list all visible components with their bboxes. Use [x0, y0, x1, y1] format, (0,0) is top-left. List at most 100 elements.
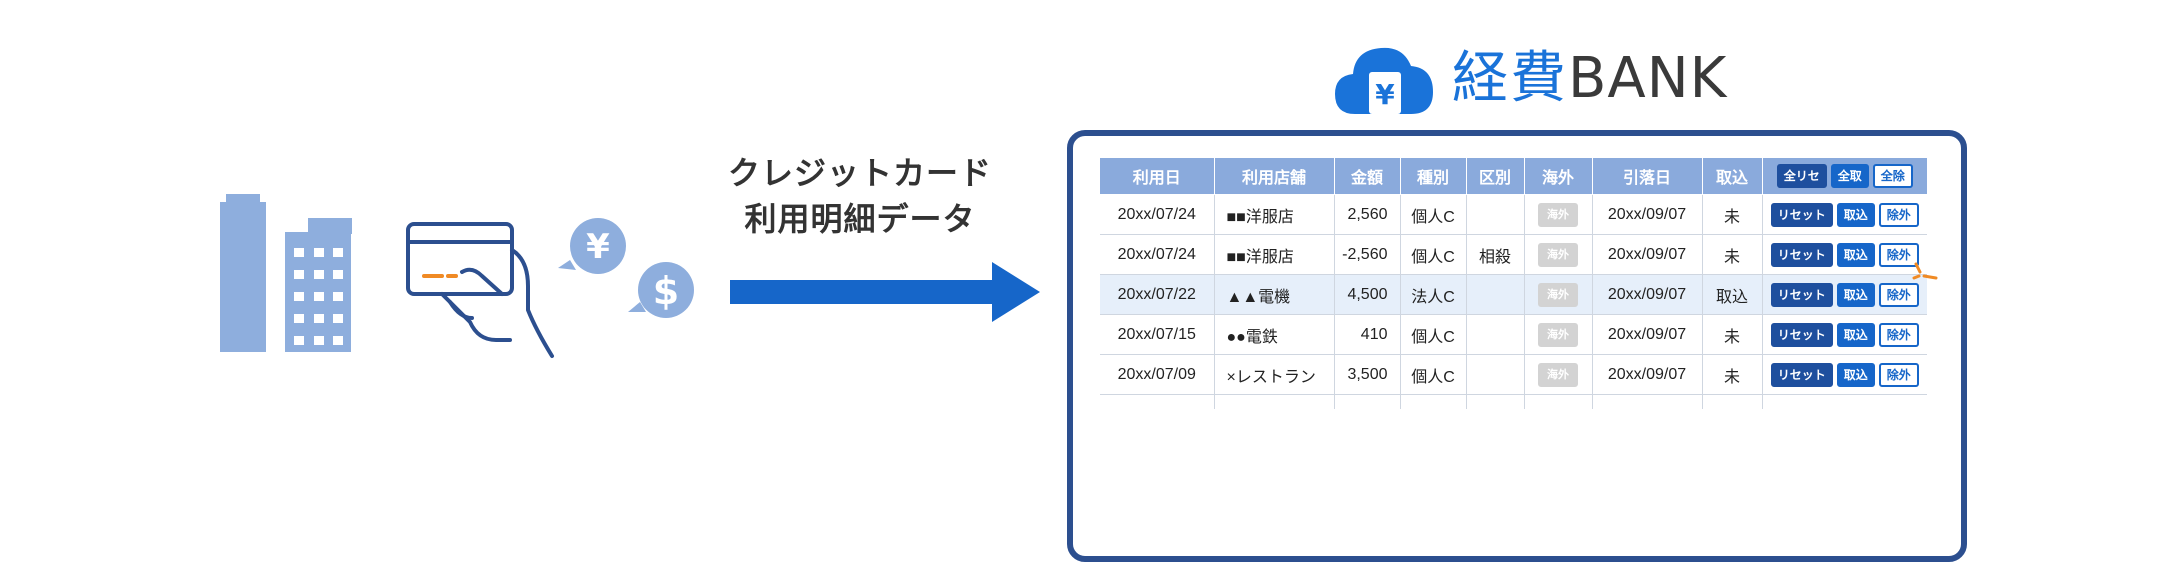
cell-date: 20xx/07/22	[1100, 274, 1215, 315]
reset-button[interactable]: リセット	[1770, 202, 1833, 227]
cell-date: 20xx/07/24	[1100, 234, 1215, 275]
exclude-button[interactable]: 除外	[1878, 242, 1919, 267]
col-header-date: 利用日	[1100, 158, 1215, 195]
cell-debit-date: 20xx/09/07	[1592, 314, 1703, 355]
cell-category: 相殺	[1466, 234, 1525, 275]
cell-debit-date: 20xx/09/07	[1592, 274, 1703, 315]
import-button[interactable]: 取込	[1836, 242, 1875, 267]
caption-line-1: クレジットカード	[727, 154, 992, 192]
import-button[interactable]: 取込	[1836, 362, 1875, 387]
cell-import-status: 未	[1702, 194, 1763, 235]
reset-all-button[interactable]: 全リセ	[1776, 164, 1827, 188]
cell-category	[1466, 274, 1525, 315]
col-header-type: 種別	[1400, 158, 1467, 195]
brand-logo-text: 経費BANK	[1452, 44, 1727, 114]
cell-amount: 2,560	[1334, 194, 1401, 235]
cell-overseas: 海外	[1524, 234, 1593, 275]
import-button[interactable]: 取込	[1836, 202, 1875, 227]
overseas-toggle[interactable]: 海外	[1538, 202, 1578, 227]
import-button[interactable]: 取込	[1836, 282, 1875, 307]
import-button[interactable]: 取込	[1836, 322, 1875, 347]
cell-overseas: 海外	[1524, 194, 1593, 235]
exclude-button[interactable]: 除外	[1878, 282, 1919, 307]
cell-amount: 4,500	[1334, 274, 1401, 315]
card-statement-table: 利用日 利用店舗 金額 種別 区別 海外 引落日 取込 全リセ全取全除 20xx…	[1100, 158, 1927, 409]
company-card-illustration: ¥ $	[220, 194, 694, 358]
cell-date: 20xx/07/24	[1100, 194, 1215, 235]
table-row-partial	[1100, 394, 1927, 409]
cell-type: 個人C	[1400, 354, 1467, 395]
cell-debit-date: 20xx/09/07	[1592, 354, 1703, 395]
reset-button[interactable]: リセット	[1770, 282, 1833, 307]
cell-import-status: 未	[1702, 314, 1763, 355]
cell-debit-date: 20xx/09/07	[1592, 234, 1703, 275]
cell-date: 20xx/07/15	[1100, 314, 1215, 355]
cell-store: ×レストラン	[1214, 354, 1335, 395]
cell-type: 個人C	[1400, 314, 1467, 355]
cell-amount: -2,560	[1334, 234, 1401, 275]
table-header-row: 利用日 利用店舗 金額 種別 区別 海外 引落日 取込 全リセ全取全除	[1100, 158, 1927, 195]
overseas-toggle[interactable]: 海外	[1538, 362, 1578, 387]
cell-amount: 410	[1334, 314, 1401, 355]
exclude-all-button[interactable]: 全除	[1872, 164, 1913, 188]
right-arrow-icon	[730, 262, 1040, 322]
cell-store: ■■洋服店	[1214, 194, 1335, 235]
col-header-overseas: 海外	[1524, 158, 1593, 195]
exclude-button[interactable]: 除外	[1878, 322, 1919, 347]
cell-date: 20xx/07/09	[1100, 354, 1215, 395]
cell-overseas: 海外	[1524, 274, 1593, 315]
cell-store: ■■洋服店	[1214, 234, 1335, 275]
overseas-toggle[interactable]: 海外	[1538, 282, 1578, 307]
reset-button[interactable]: リセット	[1770, 242, 1833, 267]
cell-amount: 3,500	[1334, 354, 1401, 395]
cell-overseas: 海外	[1524, 314, 1593, 355]
brand-name-en: BANK	[1568, 46, 1728, 111]
cell-category	[1466, 194, 1525, 235]
cell-type: 個人C	[1400, 194, 1467, 235]
table-row: 20xx/07/24 ■■洋服店 2,560 個人C 海外 20xx/09/07…	[1100, 194, 1927, 235]
cell-overseas: 海外	[1524, 354, 1593, 395]
svg-text:$: $	[653, 269, 679, 313]
cell-type: 個人C	[1400, 234, 1467, 275]
col-header-actions: 全リセ全取全除	[1762, 158, 1927, 195]
cell-debit-date: 20xx/09/07	[1592, 194, 1703, 235]
overseas-toggle[interactable]: 海外	[1538, 322, 1578, 347]
col-header-import: 取込	[1702, 158, 1763, 195]
exclude-button[interactable]: 除外	[1878, 202, 1919, 227]
cell-category	[1466, 354, 1525, 395]
table-row: 20xx/07/15 ●●電鉄 410 個人C 海外 20xx/09/07 未 …	[1100, 314, 1927, 355]
cell-actions: リセット取込除外	[1762, 194, 1927, 235]
click-sparkle-icon	[1912, 262, 1938, 280]
col-header-debit-date: 引落日	[1592, 158, 1703, 195]
brand-name-jp: 経費	[1452, 46, 1568, 111]
table-row: 20xx/07/24 ■■洋服店 -2,560 個人C 相殺 海外 20xx/0…	[1100, 234, 1927, 275]
col-header-store: 利用店舗	[1214, 158, 1335, 195]
import-all-button[interactable]: 全取	[1830, 164, 1869, 188]
cell-category	[1466, 314, 1525, 355]
svg-text:¥: ¥	[1375, 78, 1395, 111]
cell-import-status: 未	[1702, 234, 1763, 275]
caption-line-2: 利用明細データ	[744, 200, 976, 238]
reset-button[interactable]: リセット	[1770, 362, 1833, 387]
overseas-toggle[interactable]: 海外	[1538, 242, 1578, 267]
col-header-category: 区別	[1466, 158, 1525, 195]
exclude-button[interactable]: 除外	[1878, 362, 1919, 387]
credit-card-in-hand-icon	[406, 222, 554, 358]
cell-import-status: 未	[1702, 354, 1763, 395]
col-header-amount: 金額	[1334, 158, 1401, 195]
cell-import-status: 取込	[1702, 274, 1763, 315]
cell-actions: リセット取込除外	[1762, 314, 1927, 355]
reset-button[interactable]: リセット	[1770, 322, 1833, 347]
table-row-selected: 20xx/07/22 ▲▲電機 4,500 法人C 海外 20xx/09/07 …	[1100, 274, 1927, 315]
cell-actions: リセット取込除外	[1762, 234, 1927, 275]
yen-bubble-icon: ¥	[558, 218, 626, 274]
cell-actions: リセット取込除外	[1762, 354, 1927, 395]
yen-cloud-icon: ¥	[1335, 47, 1433, 114]
table-row: 20xx/07/09 ×レストラン 3,500 個人C 海外 20xx/09/0…	[1100, 354, 1927, 395]
svg-text:¥: ¥	[586, 227, 610, 267]
cell-type: 法人C	[1400, 274, 1467, 315]
cell-store: ●●電鉄	[1214, 314, 1335, 355]
cell-actions: リセット取込除外	[1762, 274, 1927, 315]
dollar-bubble-icon: $	[628, 262, 694, 318]
building-icon	[220, 194, 352, 352]
